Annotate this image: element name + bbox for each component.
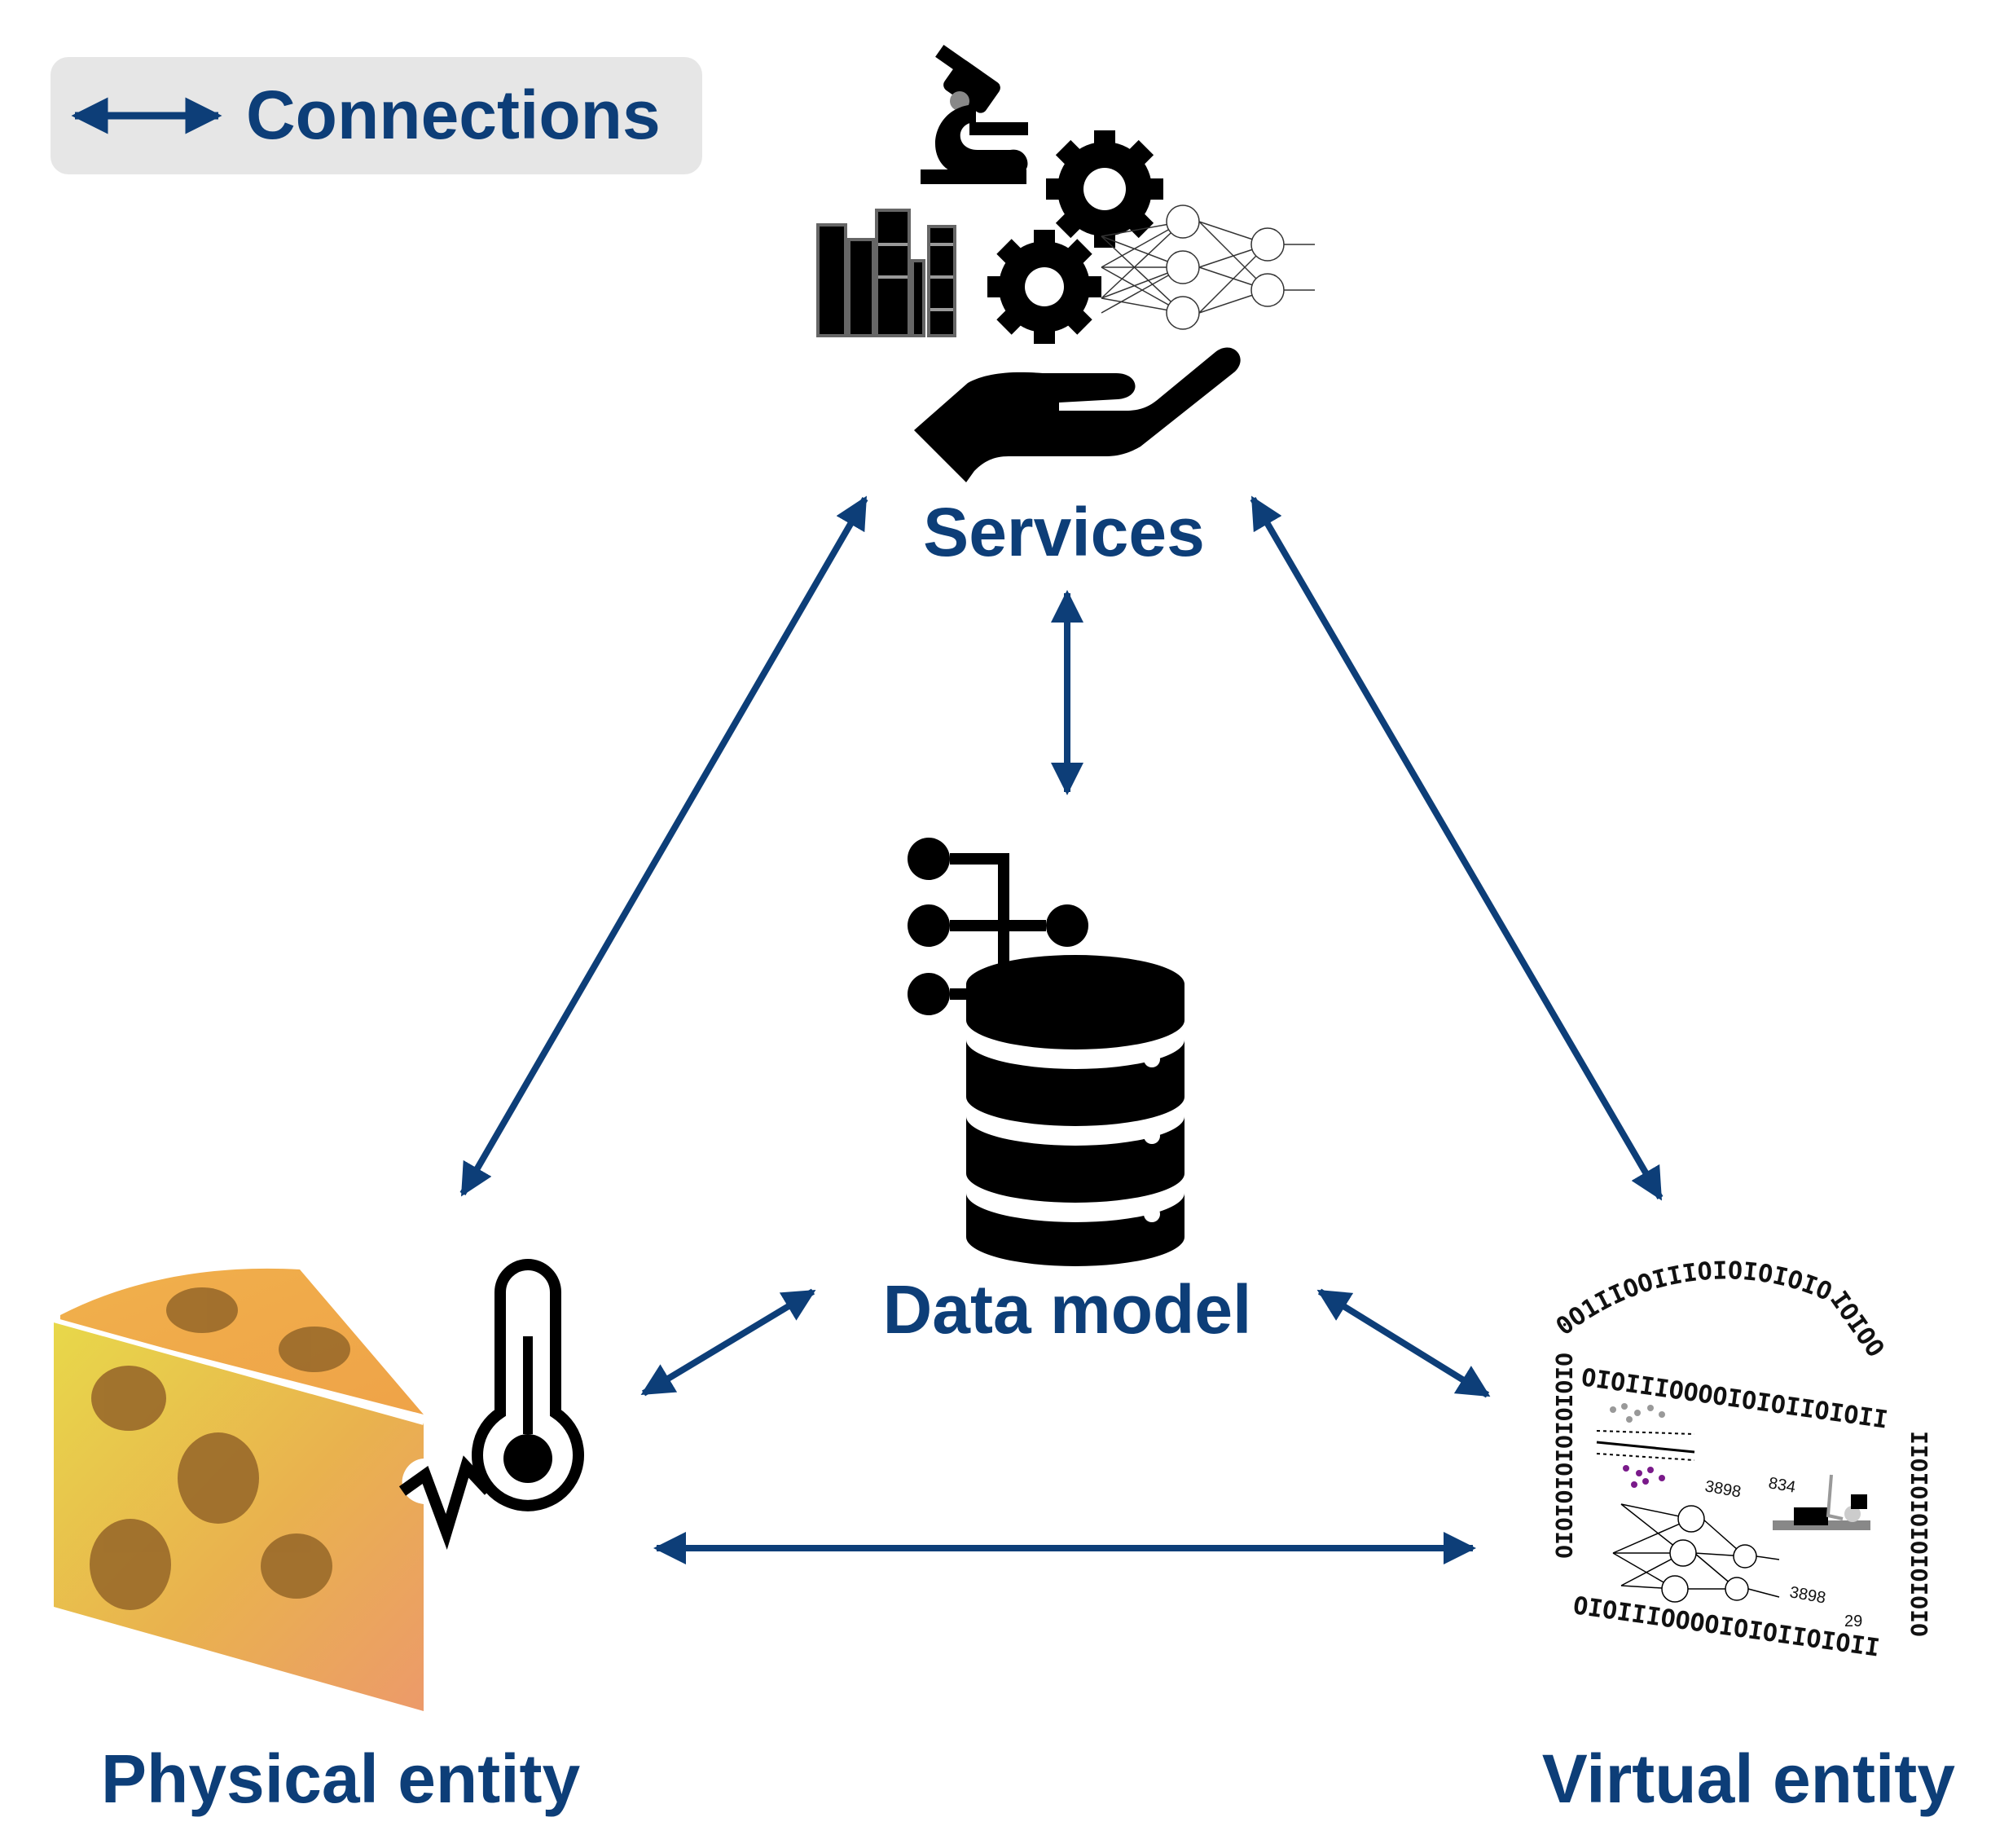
legend-box (51, 57, 702, 174)
gear-icon-large (1046, 130, 1163, 248)
arrow-datamodel-virtual (1316, 1288, 1491, 1398)
physical-entity-label: Physical entity (101, 1740, 581, 1817)
gear-icon-small (987, 230, 1101, 344)
thermometer-icon (398, 1259, 584, 1551)
binary-right: IIOIOIOIOIOIOIO (1905, 1431, 1932, 1637)
binary-inner-top: OIOIIIOOOOIOIOIIOIOII (1580, 1363, 1889, 1434)
arrow-services-physical (459, 495, 868, 1197)
value-label-1: 3898 (1703, 1477, 1743, 1501)
binary-left: OIOIOIOIOIOIOIO (1550, 1353, 1577, 1559)
legend: Connections (51, 57, 702, 174)
value-label-4: 29 (1844, 1613, 1862, 1630)
services-icons (816, 44, 1315, 482)
services-label: Services (923, 494, 1205, 570)
virtual-entity-label: Virtual entity (1542, 1740, 1956, 1817)
hand-icon (914, 347, 1241, 482)
value-label-2: 834 (1767, 1474, 1797, 1496)
neural-network-icon (1101, 205, 1315, 330)
books-icon (816, 209, 956, 337)
svg-text:0O1IIOOIIIOIOIOIOIOIOIOO: 0O1IIOOIIIOIOIOIOIOIOIOO (1551, 1256, 1890, 1362)
cluster-plot-icon (1596, 1403, 1695, 1488)
lab-instrument-icon (1773, 1474, 1870, 1530)
value-label-3: 3898 (1788, 1583, 1827, 1607)
binary-outer-top: 0O1IIOOIIIOIOIOIOIOIOIOO (1551, 1256, 1890, 1362)
cheese-icon (53, 1268, 424, 1711)
database-icon (908, 838, 1184, 1266)
arrow-datamodel-physical (640, 1288, 816, 1397)
neural-network-icon-small (1612, 1503, 1780, 1603)
arrow-services-virtual (1250, 495, 1664, 1201)
virtual-entity-icon: 0O1IIOOIIIOIOIOIOIOIOIOO OIOIIIOOOOIOIOI… (1550, 1256, 1932, 1662)
connections (459, 495, 1664, 1564)
binary-bottom: OIOIIIOOOOIOIOIIOIOII (1571, 1591, 1881, 1662)
legend-label: Connections (246, 77, 661, 153)
data-model-label: Data model (883, 1271, 1252, 1348)
microscope-icon (921, 44, 1028, 184)
